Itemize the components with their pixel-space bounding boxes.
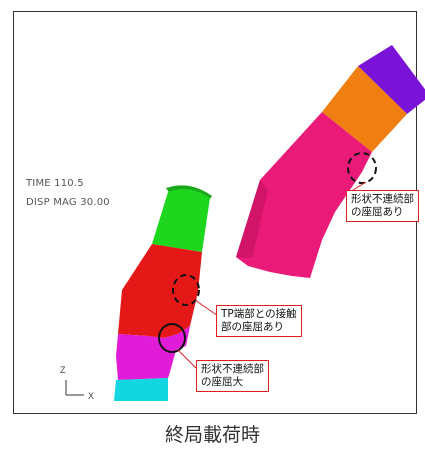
time-readout: TIME 110.5 [26,178,84,189]
right-pile-pink-body [236,112,372,278]
callout-right-buckling: 形状不連続部 の座屈あり [346,190,419,222]
disp-mag-readout: DISP MAG 30.00 [26,197,110,208]
buckling-marker-bottom-solid [158,323,186,353]
left-pile-red-section [118,244,202,338]
buckling-marker-right-dashed [347,152,377,184]
left-pile-cyan-base [114,378,168,401]
right-pile-shade [236,180,268,258]
leader-line-bottom [177,349,197,369]
left-pile [114,185,212,401]
left-pile-green-section [152,189,210,252]
figure-caption: 終局載荷時 [164,424,260,446]
axis-label-x: X [88,391,94,401]
callout-contact-buckling: TP端部との接触 部の座屈あり [216,305,302,337]
axis-triad: Z X [60,365,94,401]
left-pile-magenta-section [116,326,190,380]
axis-label-z: Z [60,365,66,375]
leader-line-middle [194,299,219,317]
right-pile-orange-band [322,66,407,152]
buckling-marker-middle-dashed [172,274,200,306]
right-pile [236,45,425,278]
right-pile-top-cap [358,45,425,114]
callout-large-buckling: 形状不連続部 の座屈大 [196,360,269,392]
